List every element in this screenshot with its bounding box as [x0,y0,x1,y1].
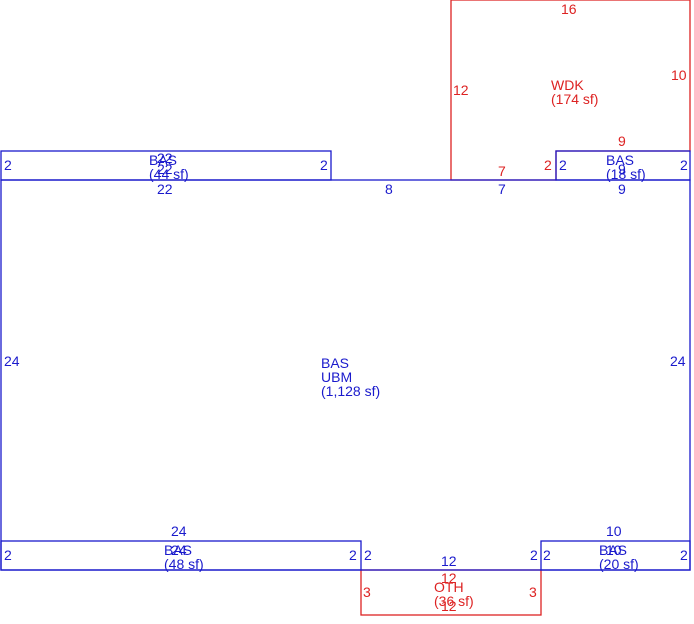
bottom-mid-dim-right: 2 [530,547,538,563]
main-sub-code: UBM [321,369,352,385]
bottom-right-code: BAS [599,542,627,558]
top-left-dim-right: 2 [320,157,328,173]
top-left-area: (44 sf) [149,166,189,182]
deck-dim-right: 10 [671,67,687,83]
bottom-right-area-outline [540,540,691,571]
deck-code: WDK [551,77,584,93]
bottom-right-dim-left: 2 [543,547,551,563]
bottom-right-overlap-dim: 10 [606,542,622,558]
bottom-left-area-outline [0,540,362,571]
deck-dim-left: 12 [453,82,469,98]
main-dim-left: 24 [4,353,20,369]
deck-dim-bottom: 7 [498,163,506,179]
top-left-overlap-dim: 22 [157,161,173,177]
bottom-right-dim-right: 2 [680,547,688,563]
main-dim-top-left: 22 [157,181,173,197]
top-left-area-outline [0,150,332,181]
deck-area: (174 sf) [551,91,598,107]
top-right-dim-left: 2 [559,157,567,173]
bottom-left-area: (48 sf) [164,556,204,572]
top-right-overlap-dim: 9 [618,161,626,177]
main-code: BAS [321,355,349,371]
bottom-left-dim-right: 2 [349,547,357,563]
top-left-dim-left: 2 [4,157,12,173]
other-area: (36 sf) [434,593,474,609]
top-left-code: BAS [149,152,177,168]
top-right-dim-right: 2 [680,157,688,173]
top-left-dim-top: 22 [157,150,173,166]
top-right-area: (18 sf) [606,166,646,182]
bottom-right-area: (20 sf) [599,556,639,572]
other-code: OTH [434,579,464,595]
bottom-left-code: BAS [164,542,192,558]
top-right-area-outline [555,150,691,181]
other-dim-right: 3 [529,584,537,600]
main-dim-top-right-a: 7 [498,181,506,197]
deck-dim-notch: 2 [544,157,552,173]
main-dim-bottom-left: 24 [171,523,187,539]
main-dim-bottom-mid: 12 [441,553,457,569]
top-right-code: BAS [606,152,634,168]
main-dim-top-right-b: 9 [618,181,626,197]
main-area: (1,128 sf) [321,383,380,399]
main-dim-top-mid: 8 [385,181,393,197]
main-dim-right: 24 [670,353,686,369]
bottom-left-dim-left: 2 [4,547,12,563]
deck-dim-notch-top: 9 [618,133,626,149]
deck-dim-top: 16 [561,1,577,17]
main-dim-bottom-right: 10 [606,523,622,539]
bottom-mid-dim-left: 2 [364,547,372,563]
other-dim-top: 12 [441,570,457,586]
bottom-left-overlap-dim: 24 [171,542,187,558]
other-dim-left: 3 [363,584,371,600]
other-dim-bottom: 12 [441,598,457,614]
